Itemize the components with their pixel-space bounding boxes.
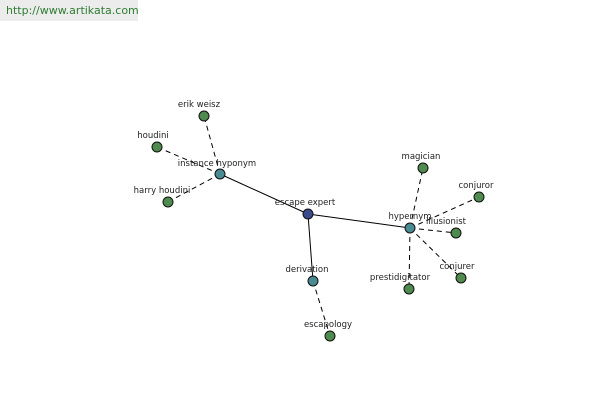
node-prestidigitator[interactable] [403,283,415,295]
node-hypernym-label: hypernym [388,212,431,222]
node-escape-expert[interactable] [302,208,314,220]
edge-root-to-derivation [307,213,314,282]
node-harry-houdini[interactable] [162,196,174,208]
edges-layer [156,115,480,337]
edge-root-to-hypernym [307,213,411,229]
node-prestidigitator-label: prestidigitator [370,273,431,283]
nodes-layer [151,110,485,342]
node-instance-hyponym-label: instance hyponym [178,159,256,169]
node-conjuror[interactable] [473,191,485,203]
node-hypernym[interactable] [404,222,416,234]
node-erik-weisz-label: erik weisz [178,100,221,110]
edge-hypernym-to-conjurer [409,227,462,279]
edge-hypernym-to-prestidigitator [408,227,411,290]
edge-root-to-instance-hyponym [219,173,309,215]
edge-instance-hyponym-to-erik-weisz [203,115,221,175]
edge-derivation-to-escapology [312,280,331,337]
node-houdini[interactable] [151,141,163,153]
node-houdini-label: houdini [137,131,168,141]
node-escapology[interactable] [324,330,336,342]
node-erik-weisz[interactable] [198,110,210,122]
node-harry-houdini-label: harry houdini [134,186,191,196]
edge-instance-hyponym-to-houdini [156,146,221,175]
watermark-url[interactable]: http://www.artikata.com [6,4,139,17]
node-magician[interactable] [417,162,429,174]
node-magician-label: magician [402,152,441,162]
node-conjurer[interactable] [455,272,467,284]
node-derivation-label: derivation [285,265,328,275]
node-illusionist-label: illusionist [426,217,467,227]
labels-layer: escape expert instance hyponym hypernym der… [134,100,494,330]
edge-hypernym-to-magician [409,167,424,229]
node-conjuror-label: conjuror [458,181,494,191]
edge-hypernym-to-illusionist [409,227,457,234]
edge-instance-hyponym-to-harry-houdini [167,173,221,203]
node-illusionist[interactable] [450,227,462,239]
node-instance-hyponym[interactable] [214,168,226,180]
node-escape-expert-label: escape expert [275,198,336,208]
node-derivation[interactable] [307,275,319,287]
edge-hypernym-to-conjuror [409,196,480,229]
node-conjurer-label: conjurer [439,262,475,272]
node-escapology-label: escapology [304,320,352,330]
watermark-bar: http://www.artikata.com [0,0,139,21]
